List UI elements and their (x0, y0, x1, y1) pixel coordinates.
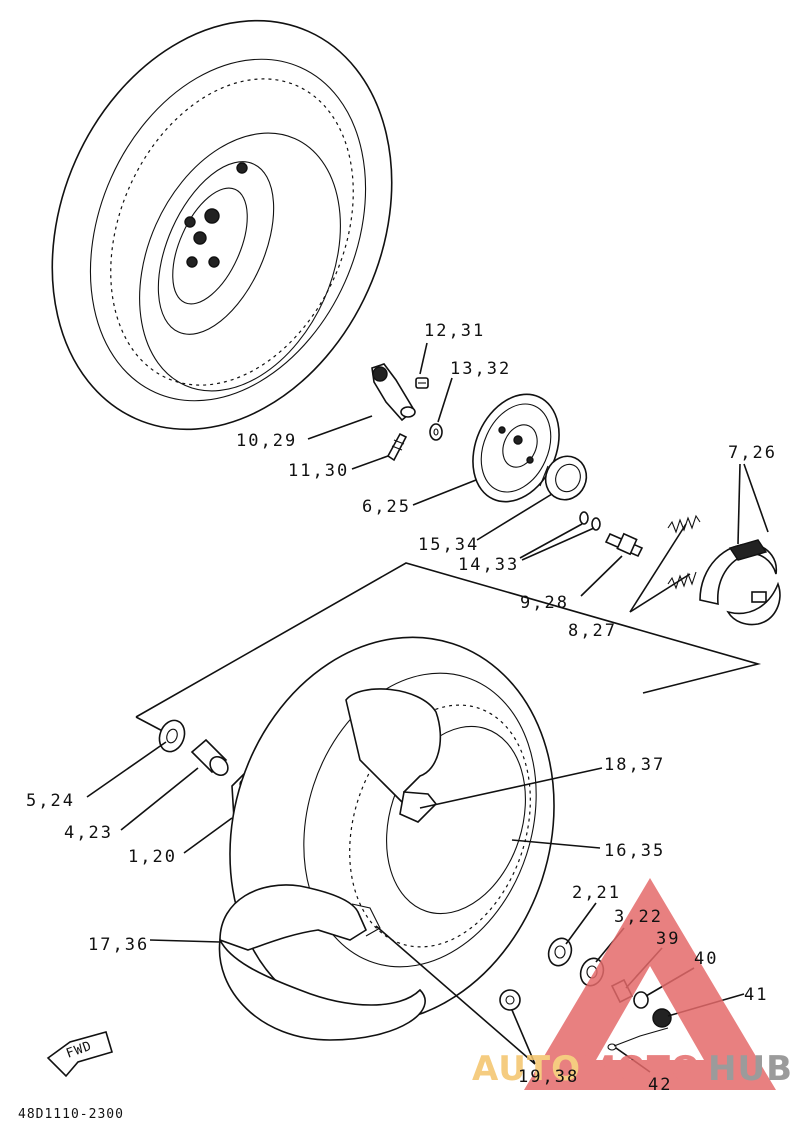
callout-42: 42 (648, 1075, 672, 1095)
plate-washer (633, 991, 649, 1009)
fwd-arrow: FWD (46, 1031, 113, 1078)
callout-5-24: 5,24 (26, 791, 75, 811)
brake-shoes (699, 539, 781, 626)
callout-40: 40 (694, 949, 718, 969)
bearing-right (547, 937, 573, 967)
leader-lines-upper (307, 342, 769, 613)
callout-39: 39 (656, 929, 680, 949)
callout-15-34: 15,34 (418, 535, 479, 555)
callout-10-29: 10,29 (236, 431, 297, 451)
brake-cam-shaft (604, 532, 644, 558)
callout-19-38: 19,38 (518, 1067, 579, 1087)
assembled-wheel (51, 19, 393, 431)
callout-16-35: 16,35 (604, 841, 665, 861)
watermark-hub: HUB (708, 1049, 793, 1089)
washer (429, 423, 443, 441)
watermark-auto: AUTO (472, 1049, 581, 1089)
callout-17-36: 17,36 (88, 935, 149, 955)
callout-12-31: 12,31 (424, 321, 485, 341)
callout-41: 41 (744, 985, 768, 1005)
brake-shoe-plate (472, 393, 560, 503)
callout-1-20: 1,20 (128, 847, 177, 867)
callout-4-23: 4,23 (64, 823, 113, 843)
lever-bolt (386, 432, 408, 462)
lever-nut (415, 377, 429, 389)
callout-labels: 12,31 13,32 10,29 11,30 6,25 7,26 15,34 … (18, 321, 777, 1122)
castle-nut (652, 1008, 672, 1028)
return-springs (667, 514, 701, 590)
rim-inner-half (218, 884, 426, 1041)
o-rings (579, 511, 601, 531)
watermark-moto: MOTO (582, 1049, 701, 1089)
callout-18-37: 18,37 (604, 755, 665, 775)
callout-13-32: 13,32 (450, 359, 511, 379)
hub-nut (499, 989, 521, 1011)
callout-9-28: 9,28 (520, 593, 569, 613)
bearing-left (158, 719, 186, 753)
callout-6-25: 6,25 (362, 497, 411, 517)
rim-outer-half (345, 688, 442, 823)
brake-cam-lever (371, 363, 416, 422)
watermark-triangle (524, 878, 776, 1090)
callout-2-21: 2,21 (572, 883, 621, 903)
watermark-logo: AUTO MOTO HUB (472, 878, 793, 1090)
callout-8-27: 8,27 (568, 621, 617, 641)
cotter-pin (607, 1027, 669, 1051)
spacer (190, 738, 229, 777)
callout-14-33: 14,33 (458, 555, 519, 575)
oil-seal (539, 455, 588, 501)
callout-7-26: 7,26 (728, 443, 777, 463)
callout-3-22: 3,22 (614, 907, 663, 927)
leader-lines-lower (86, 741, 745, 1073)
drawing-code: 48D1110-2300 (18, 1107, 124, 1122)
callout-11-30: 11,30 (288, 461, 349, 481)
